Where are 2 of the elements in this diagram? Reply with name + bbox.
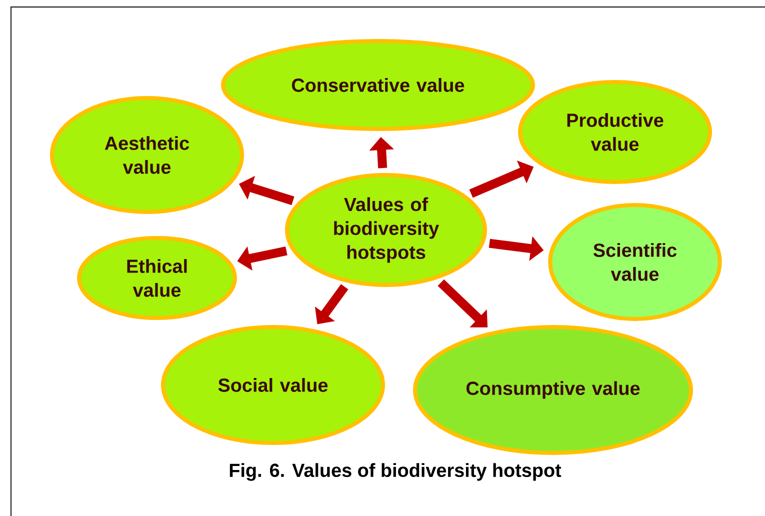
block-arrow [438, 279, 488, 328]
caption: Fig. 6. Values of biodiversity hotspot [230, 463, 562, 481]
